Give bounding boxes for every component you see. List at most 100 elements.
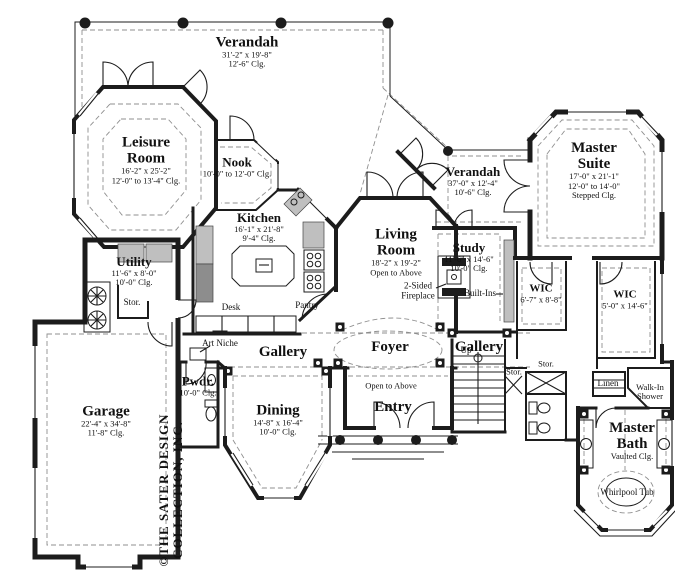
stairs-structure bbox=[450, 338, 674, 442]
label-fireplace: 2-Sided Fireplace bbox=[401, 281, 434, 300]
room-name: Master bbox=[609, 420, 655, 437]
room-note: Open to Above bbox=[370, 267, 422, 278]
room-label-verandah-right: Verandah 37'-0" x 12'-4" 10'-6" Clg. bbox=[446, 164, 500, 198]
room-label-master-suite: Master Suite 17'-0" x 21'-1" 12'-0" to 1… bbox=[568, 140, 620, 200]
room-clg: 10'-0" to 12'-0" Clg. bbox=[202, 168, 272, 179]
bath-hall-structure bbox=[576, 360, 674, 429]
room-label-wic-left: WIC 6'-7" x 8'-8" bbox=[520, 283, 561, 304]
label-desk: Desk bbox=[221, 302, 241, 313]
room-label-verandah-top: Verandah 31'-2" x 19'-8" 12'-6" Clg. bbox=[216, 35, 279, 70]
room-label-kitchen: Kitchen 16'-1" x 21'-8" 9'-4" Clg. bbox=[234, 209, 284, 244]
linen-closet bbox=[592, 371, 626, 397]
room-dim: 18'-2" x 19'-2" bbox=[371, 258, 421, 269]
verandah-top-structure bbox=[74, 17, 394, 122]
label-built-ins: Built-Ins bbox=[463, 288, 497, 299]
copyright-line1: ©THE SATER DESIGN bbox=[155, 413, 171, 567]
living-room-structure bbox=[333, 171, 471, 334]
label-stor-utility: Stor. bbox=[123, 297, 141, 308]
room-name: Garage bbox=[82, 403, 130, 420]
art-niche-recess bbox=[189, 347, 207, 361]
dashed-ceiling-lines bbox=[46, 29, 667, 546]
room-label-garage: Garage 22'-4" x 34'-8" 11'-8" Clg. bbox=[81, 404, 131, 439]
room-label-nook: Nook 10'-0" to 12'-0" Clg. bbox=[203, 155, 272, 178]
room-label-gallery-right: Gallery bbox=[454, 338, 504, 355]
room-name: Room bbox=[126, 150, 166, 167]
columns bbox=[223, 322, 512, 376]
shower-line1: Walk-In bbox=[636, 381, 664, 392]
room-label-foyer: Foyer bbox=[371, 338, 409, 355]
room-name: Kitchen bbox=[236, 209, 282, 225]
room-clg: 12'-0" to 14'-0" bbox=[567, 180, 621, 191]
label-stor-stairs: Stor. bbox=[506, 366, 522, 377]
room-name: Leisure bbox=[121, 134, 171, 151]
room-clg: Vaulted Clg. bbox=[610, 451, 654, 462]
room-clg: 10'-0" Clg. bbox=[179, 387, 217, 398]
room-label-pwdr: Pwdr. 10'-0" Clg. bbox=[179, 374, 216, 397]
water-closet bbox=[525, 393, 567, 441]
room-name: Living bbox=[375, 226, 417, 243]
wic-structure bbox=[516, 261, 656, 359]
dining-structure bbox=[222, 366, 333, 501]
label-stor-hall: Stor. bbox=[538, 358, 554, 369]
room-dim: 14'-8" x 16'-4" bbox=[253, 417, 303, 428]
room-name: Master bbox=[571, 140, 617, 157]
label-whirlpool-tub: Whirlpool Tub bbox=[600, 487, 654, 498]
room-name: Bath bbox=[616, 436, 648, 453]
label-walk-in-shower: Walk-In Shower bbox=[636, 381, 664, 401]
room-name: Verandah bbox=[215, 34, 279, 51]
room-dim: 22'-4" x 34'-8" bbox=[81, 418, 131, 429]
room-name: Study bbox=[452, 239, 486, 255]
room-name: WIC bbox=[529, 282, 553, 295]
room-label-wic-right: WIC 5'-0" x 14'-6" bbox=[602, 289, 647, 310]
room-clg: 12'-6" Clg. bbox=[228, 59, 266, 70]
powder-room-structure bbox=[178, 345, 228, 449]
room-label-study: Study 11'-6" x 14'-6" 10'-0" Clg. bbox=[444, 239, 494, 274]
garage-utility-structure bbox=[32, 237, 197, 570]
kitchen-structure bbox=[182, 187, 339, 336]
label-art-niche: Art Niche bbox=[202, 338, 238, 349]
room-dim: 11'-6" x 8'-0" bbox=[111, 267, 157, 278]
whirlpool-tub bbox=[597, 470, 655, 514]
room-name: WIC bbox=[613, 288, 637, 301]
walk-in-shower-enclosure bbox=[627, 367, 673, 409]
fireplace-line1: 2-Sided bbox=[403, 280, 432, 291]
room-clg: 10'-0" Clg. bbox=[259, 427, 297, 438]
room-clg2: Stepped Clg. bbox=[572, 189, 616, 200]
room-dim: 11'-6" x 14'-6" bbox=[444, 253, 494, 264]
master-bath-structure bbox=[573, 406, 675, 537]
room-clg: 10'-0" Clg. bbox=[450, 263, 488, 274]
room-name: Utility bbox=[116, 253, 152, 269]
room-clg: 10'-0" Clg. bbox=[115, 277, 153, 288]
fireplace-line2: Fireplace bbox=[401, 290, 435, 300]
room-name: Suite bbox=[577, 156, 611, 173]
master-suite-structure bbox=[513, 109, 665, 364]
room-label-gallery-left: Gallery bbox=[258, 343, 308, 360]
room-dim: 37'-0" x 12'-4" bbox=[448, 177, 498, 188]
copyright-line2: COLLECTION, INC. bbox=[170, 421, 185, 559]
room-label-utility: Utility 11'-6" x 8'-0" 10'-0" Clg. bbox=[111, 253, 157, 288]
room-label-master-bath: Master Bath Vaulted Clg. bbox=[609, 420, 655, 462]
room-dim: 17'-0" x 21'-1" bbox=[569, 171, 619, 182]
verandah-right-structure bbox=[389, 95, 531, 213]
room-name: Pwdr. bbox=[181, 373, 215, 389]
entry-structure bbox=[318, 366, 458, 460]
built-ins-cabinet bbox=[503, 239, 515, 323]
room-dim: 16'-1" x 21'-8" bbox=[234, 223, 284, 234]
room-label-dining: Dining 14'-8" x 16'-4" 10'-0" Clg. bbox=[253, 403, 303, 438]
room-name: Room bbox=[376, 242, 416, 259]
room-name: Nook bbox=[222, 154, 252, 170]
room-clg: 9'-4" Clg. bbox=[242, 233, 276, 244]
room-dim: 6'-7" x 8'-8" bbox=[520, 294, 562, 305]
room-clg: 10'-6" Clg. bbox=[454, 187, 492, 198]
label-open-to-above-entry: Open to Above bbox=[365, 380, 417, 391]
room-clg: 11'-8" Clg. bbox=[87, 428, 125, 439]
room-clg: 12'-0" to 13'-4" Clg. bbox=[111, 175, 181, 186]
label-stairs-up: Up bbox=[460, 345, 472, 356]
room-name: Dining bbox=[256, 402, 300, 419]
nook-structure bbox=[215, 115, 281, 211]
label-pantry: Pantry bbox=[295, 300, 319, 311]
room-label-entry: Entry bbox=[374, 398, 412, 415]
copyright-notice: ©THE SATER DESIGN COLLECTION, INC. bbox=[155, 413, 185, 567]
